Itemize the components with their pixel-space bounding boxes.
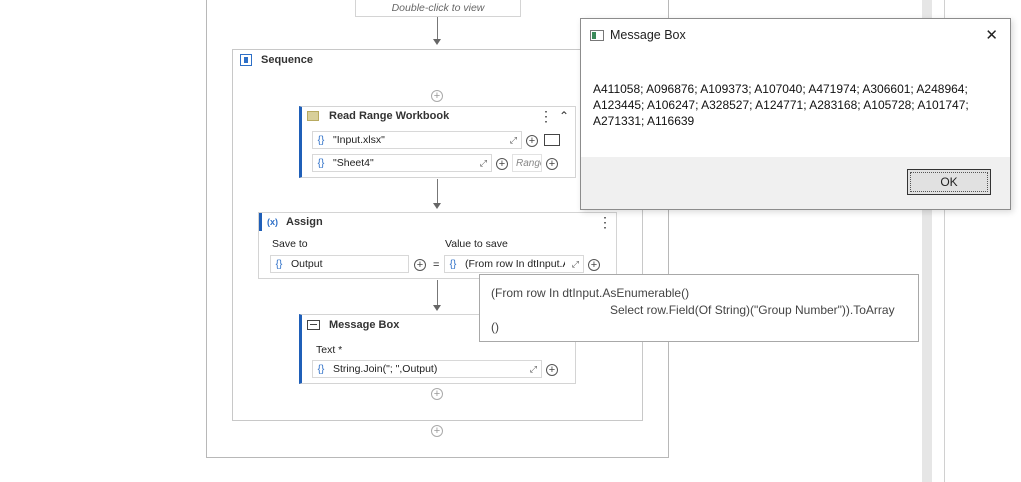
- add-activity-button[interactable]: +: [431, 90, 443, 102]
- range-placeholder: Range: [516, 157, 541, 169]
- kebab-menu-icon[interactable]: ⋮: [598, 213, 612, 230]
- dialog-title: Message Box: [610, 28, 686, 42]
- value-to-save-value: (From row In dtInput.A: [465, 258, 565, 270]
- expression-tooltip: (From row In dtInput.AsEnumerable() Sele…: [479, 274, 919, 342]
- save-to-label: Save to: [272, 238, 308, 250]
- double-click-hint: Double-click to view: [391, 1, 485, 14]
- message-box-header[interactable]: Message Box: [302, 316, 575, 334]
- dialog-message: A411058; A096876; A109373; A107040; A471…: [593, 81, 969, 129]
- window-app-icon: [590, 29, 604, 41]
- message-box-icon: [307, 320, 320, 330]
- expression-icon: {}: [275, 258, 283, 270]
- add-variable-button[interactable]: +: [546, 158, 558, 170]
- add-variable-button[interactable]: +: [546, 364, 558, 376]
- sheet-name-value: "Sheet4": [333, 157, 374, 169]
- connector-arrow: [433, 39, 441, 45]
- message-box-dialog[interactable]: Message Box ✕ A411058; A096876; A109373;…: [580, 18, 1011, 210]
- assign-header[interactable]: (x) Assign ⋮: [259, 213, 616, 231]
- save-to-value: Output: [291, 258, 323, 270]
- message-text-input[interactable]: {} String.Join("; ",Output) ⤢: [312, 360, 542, 378]
- add-variable-button[interactable]: +: [588, 259, 600, 271]
- range-input[interactable]: Range: [512, 154, 542, 172]
- text-label: Text *: [316, 344, 343, 356]
- workbook-path-value: "Input.xlsx": [333, 134, 385, 146]
- workbook-path-input[interactable]: {} "Input.xlsx" ⤢: [312, 131, 522, 149]
- tooltip-line-2: Select row.Field(Of String)("Group Numbe…: [610, 303, 895, 317]
- assign-title: Assign: [286, 216, 323, 228]
- kebab-menu-icon[interactable]: ⋮: [538, 107, 553, 124]
- sequence-icon: [240, 54, 252, 66]
- dialog-title-bar[interactable]: Message Box ✕: [581, 19, 1010, 51]
- value-to-save-label: Value to save: [445, 238, 508, 250]
- collapse-icon[interactable]: ⌃: [558, 109, 569, 123]
- expression-icon: {}: [449, 258, 457, 270]
- close-icon[interactable]: ✕: [985, 27, 998, 44]
- expression-icon: {}: [317, 363, 325, 375]
- read-range-header[interactable]: Read Range Workbook ⋮ ⌃: [302, 107, 575, 125]
- message-text-value: String.Join("; ",Output): [333, 363, 438, 375]
- expression-icon: {}: [317, 134, 325, 146]
- connector-arrow: [433, 203, 441, 209]
- add-activity-button[interactable]: +: [431, 388, 443, 400]
- collapsed-activity[interactable]: Double-click to view: [355, 0, 521, 17]
- ok-button[interactable]: OK: [907, 169, 991, 195]
- connector-line: [437, 17, 438, 39]
- expand-editor-icon[interactable]: ⤢: [571, 258, 579, 269]
- message-line-3: A271331; A116639: [593, 114, 695, 128]
- vertical-scrollbar[interactable]: [922, 0, 932, 482]
- folder-icon[interactable]: [544, 134, 560, 146]
- message-box-title: Message Box: [329, 319, 400, 331]
- equals-sign: =: [433, 259, 440, 271]
- expand-editor-icon[interactable]: ⤢: [529, 363, 537, 374]
- sequence-header[interactable]: Sequence: [233, 50, 642, 70]
- sheet-name-input[interactable]: {} "Sheet4" ⤢: [312, 154, 492, 172]
- value-to-save-input[interactable]: {} (From row In dtInput.A ⤢: [444, 255, 584, 273]
- add-variable-button[interactable]: +: [496, 158, 508, 170]
- sequence-title: Sequence: [261, 54, 313, 66]
- assign-icon: (x): [267, 217, 278, 227]
- connector-line: [437, 179, 438, 203]
- designer-canvas: [206, 0, 669, 458]
- expand-editor-icon[interactable]: ⤢: [509, 134, 517, 145]
- tooltip-line-3: (): [491, 320, 499, 334]
- message-line-1: A411058; A096876; A109373; A107040; A471…: [593, 82, 968, 96]
- message-line-2: A123445; A106247; A328527; A124771; A283…: [593, 98, 969, 112]
- connector-line: [437, 280, 438, 306]
- connector-arrow: [433, 305, 441, 311]
- add-activity-button[interactable]: +: [431, 425, 443, 437]
- expression-icon: {}: [317, 157, 325, 169]
- add-variable-button[interactable]: +: [526, 135, 538, 147]
- read-range-title: Read Range Workbook: [329, 110, 450, 122]
- excel-workbook-icon: [307, 111, 319, 121]
- save-to-input[interactable]: {} Output: [270, 255, 409, 273]
- tooltip-line-1: (From row In dtInput.AsEnumerable(): [491, 286, 690, 300]
- add-variable-button[interactable]: +: [414, 259, 426, 271]
- expand-editor-icon[interactable]: ⤢: [479, 157, 487, 168]
- panel-divider: [944, 0, 945, 482]
